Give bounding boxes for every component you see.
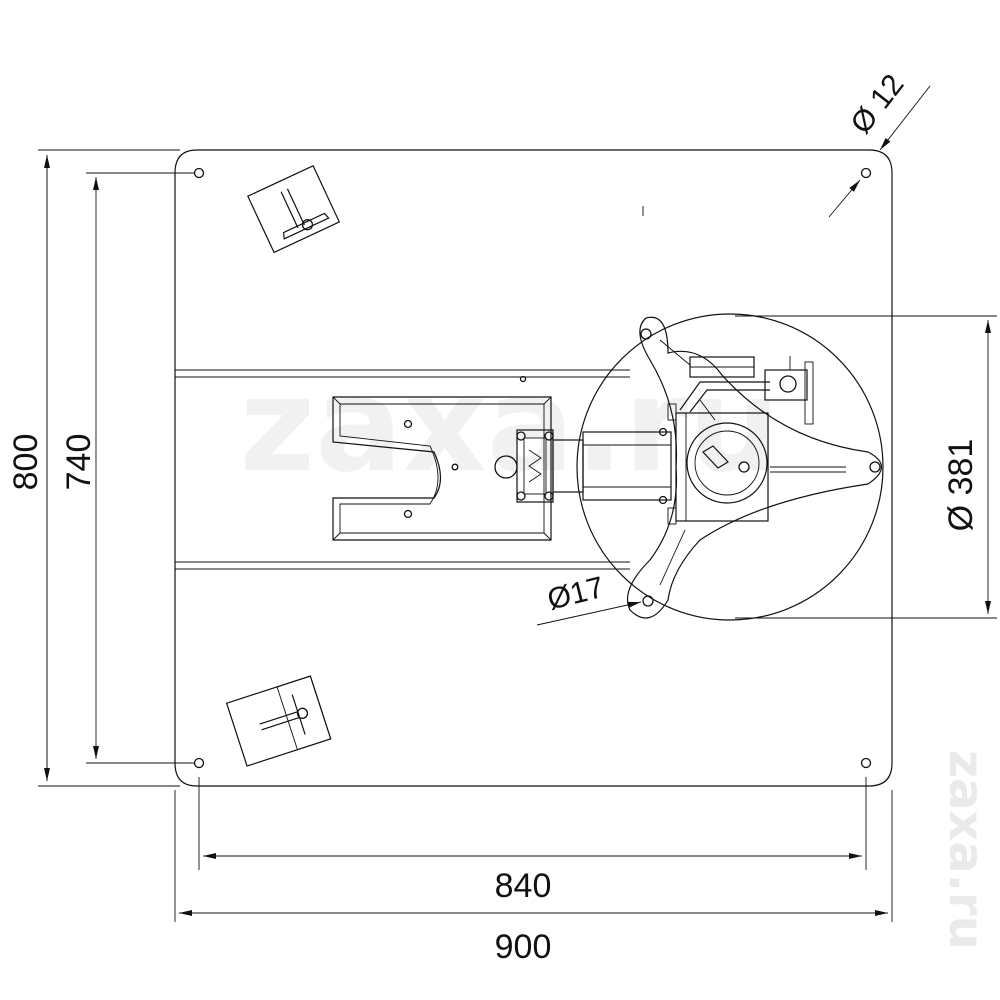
dim-label-diameter-17: Ø17: [544, 571, 607, 617]
watermark-side: zaxa.ru: [938, 750, 994, 950]
dim-label-381: Ø 381: [942, 439, 980, 532]
dimension-overall-width: [174, 790, 893, 922]
corner-hole-top-right: [860, 167, 872, 179]
hydraulic-unit: [679, 356, 814, 425]
tri-lobe-plate: [626, 316, 883, 619]
slide-channel: [175, 369, 630, 570]
corner-hole-bottom-right: [860, 757, 872, 769]
turntable-ring: [576, 313, 884, 621]
dim-label-840: 840: [495, 867, 552, 905]
lobe-hole-top: [640, 328, 652, 340]
dimension-corner-hole: [828, 85, 931, 218]
dimension-hole-width: [198, 777, 867, 870]
base-plate-outline: [174, 149, 893, 787]
dim-label-740: 740: [60, 434, 98, 491]
dimension-ring-diameter: [735, 315, 997, 619]
hand-wheel-top: [247, 164, 341, 254]
dimension-overall-height: [38, 149, 180, 787]
dim-label-900: 900: [495, 928, 552, 966]
dim-label-800: 800: [7, 434, 45, 491]
dimension-hole-height: [86, 172, 195, 764]
carriage-frame: [332, 375, 552, 541]
corner-hole-top-left: [193, 167, 205, 179]
hub-assembly: [658, 403, 769, 525]
dim-label-diameter-12: Ø 12: [844, 68, 910, 140]
connecting-arm: [552, 431, 672, 501]
lobe-hole-bottom: [642, 595, 654, 607]
corner-hole-bottom-left: [193, 757, 205, 769]
spoke-lines: [659, 339, 846, 586]
hand-wheel-bottom: [225, 675, 332, 767]
watermark-center: zaxa.ru: [239, 349, 780, 501]
lobe-hole-right: [869, 461, 881, 473]
dimension-mount-hole: [536, 601, 642, 626]
